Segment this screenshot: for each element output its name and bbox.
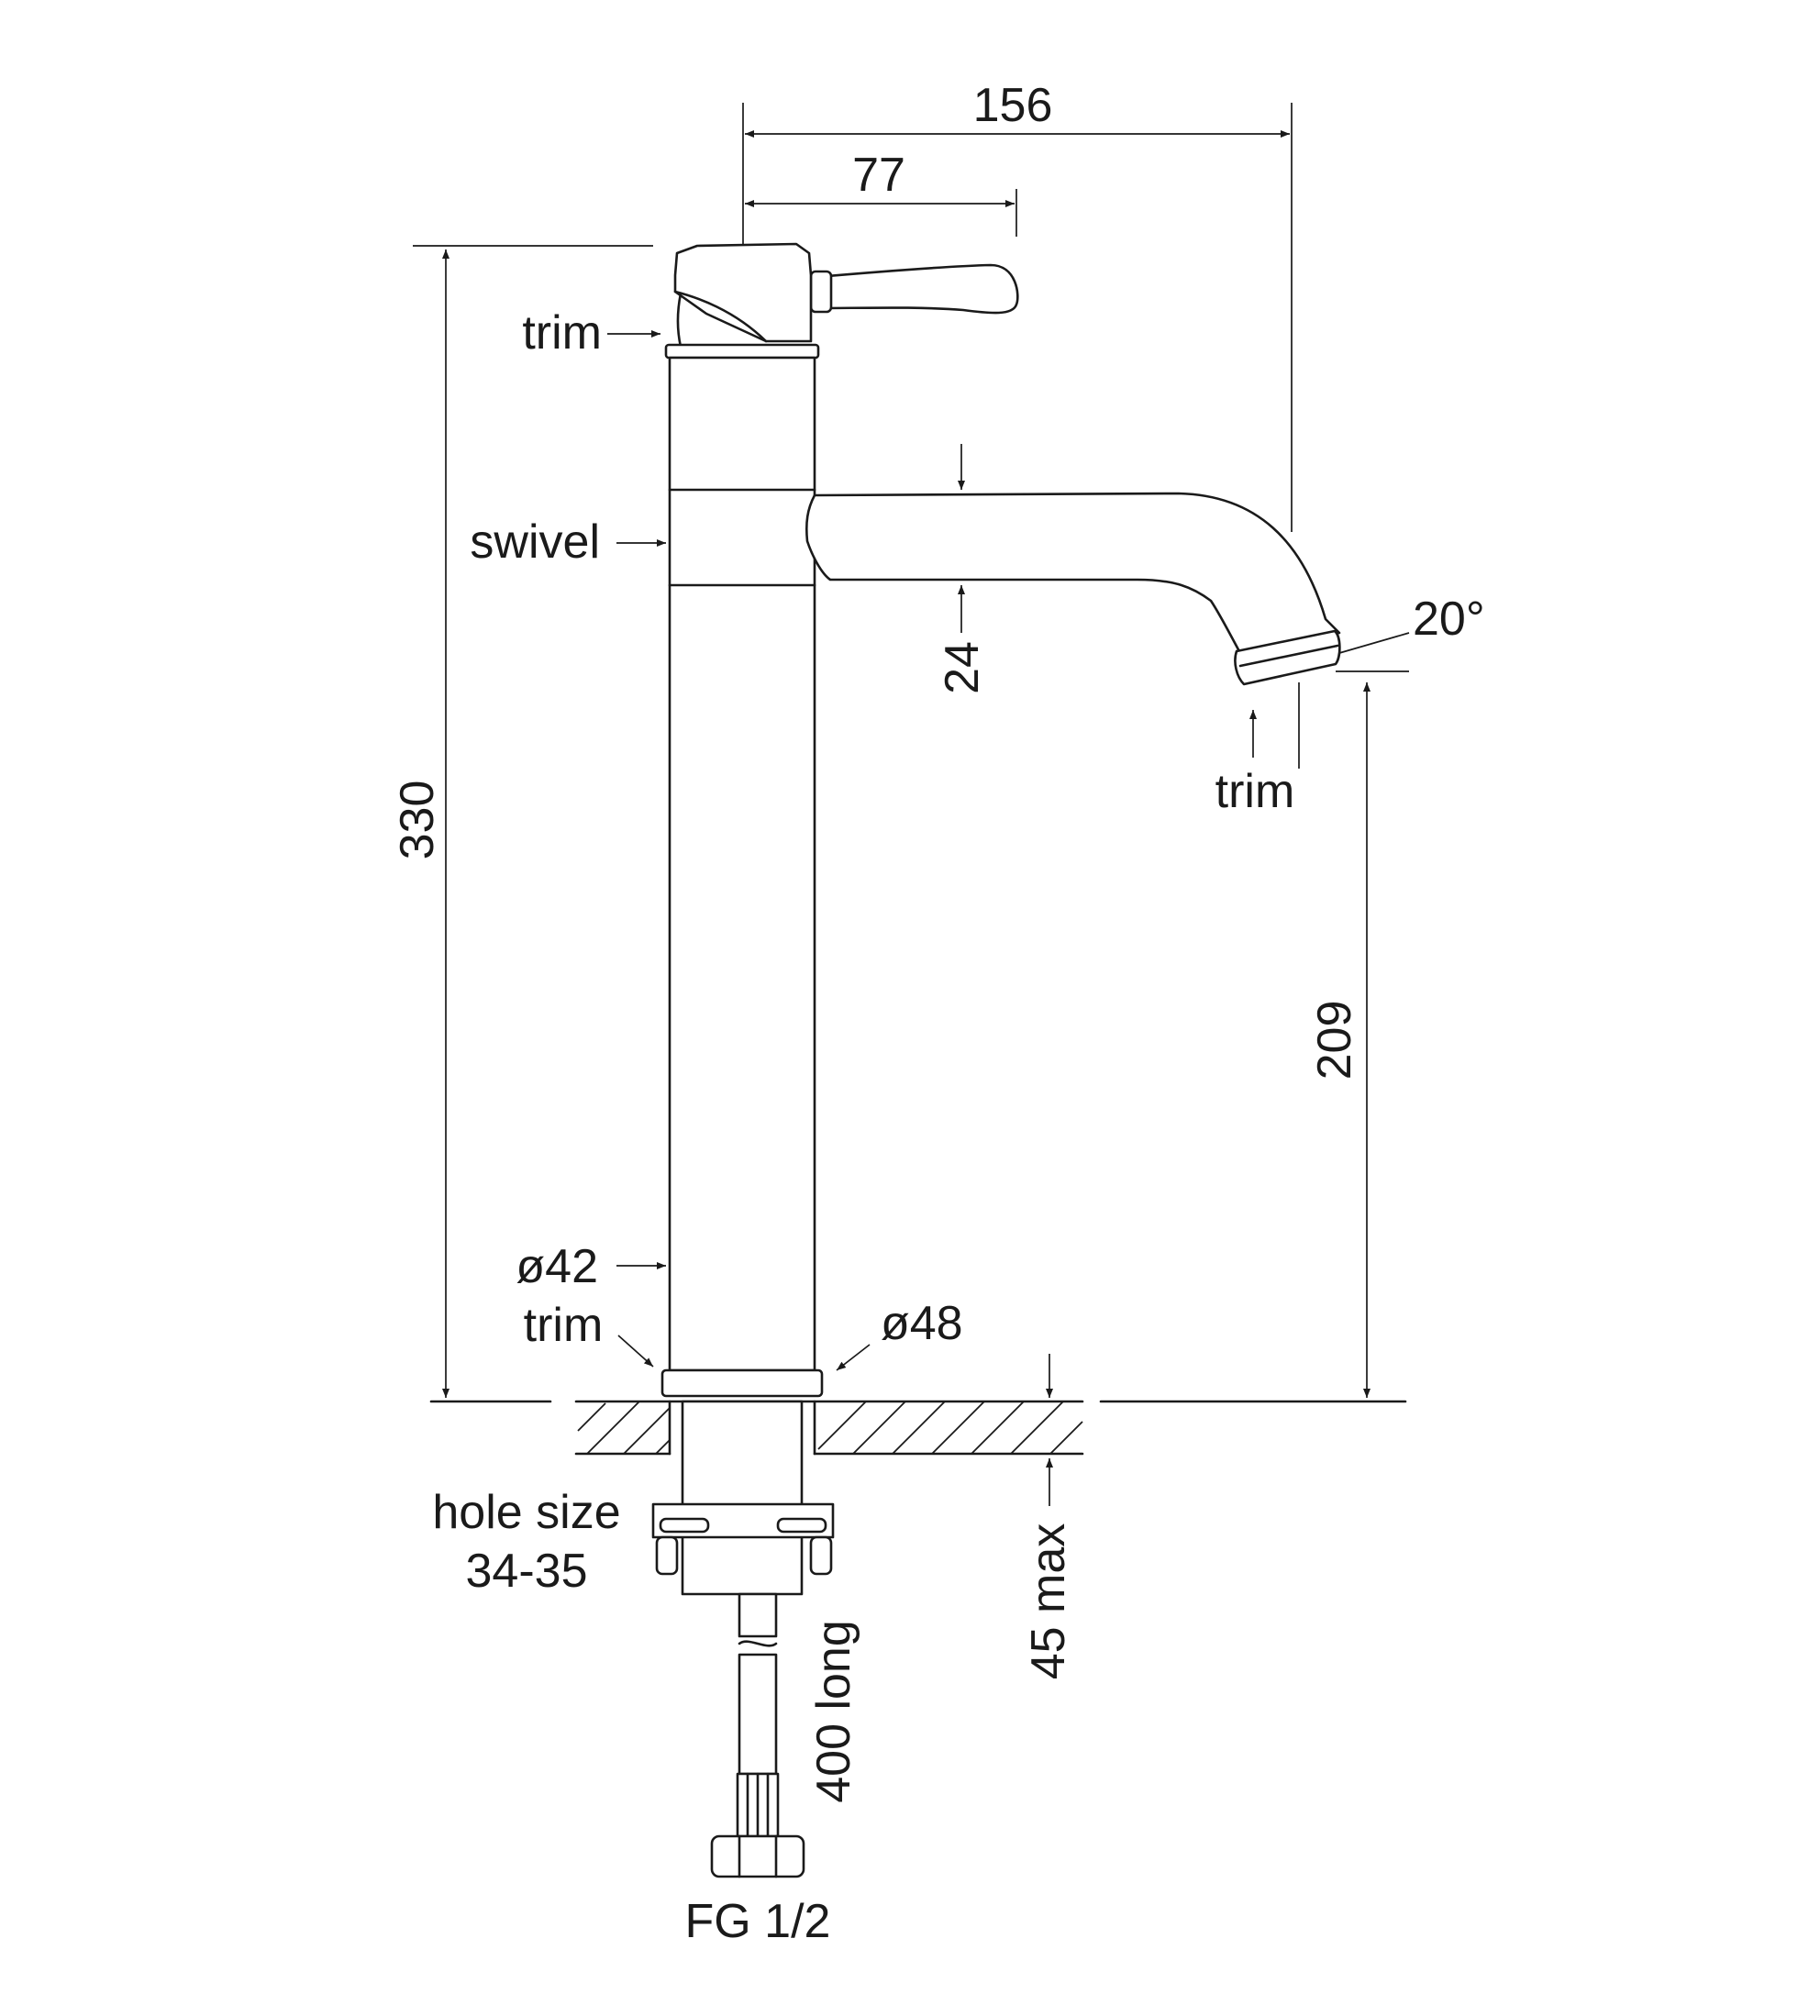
spout [805, 492, 1341, 655]
hose-nut [710, 1834, 805, 1878]
hose-break [738, 1640, 778, 1647]
top-trim-ring [664, 343, 820, 360]
lever-handle [815, 263, 1019, 315]
spout-trim [1234, 629, 1341, 686]
dim-spout-angle: 20° [1413, 593, 1485, 646]
fixing-screw-right [809, 1535, 833, 1576]
hose-lower [738, 1653, 778, 1776]
dimension-labels: 156 77 330 209 24 20° ø42 ø48 45 max 400… [391, 79, 1485, 1803]
dim-total-reach: 156 [973, 79, 1053, 132]
cartridge-cap [673, 242, 813, 343]
cap-curve [673, 290, 768, 343]
counter-top [429, 1400, 1407, 1456]
dim-hose-length: 400 long [807, 1620, 860, 1803]
bracket-slot-right [776, 1517, 827, 1534]
body-tube [668, 356, 816, 1372]
label-trim-top: trim [522, 306, 602, 360]
spout-trim-line [1238, 644, 1339, 668]
lever-collar [809, 270, 833, 314]
hose-upper [738, 1592, 778, 1638]
faucet-outline [660, 242, 1341, 1398]
dim-spout-height: 209 [1308, 1001, 1361, 1080]
label-hole-size-value: 34-35 [466, 1545, 588, 1598]
label-trim-spout: trim [1215, 765, 1295, 818]
fixing-screw-left [655, 1535, 679, 1576]
dim-lever-reach: 77 [852, 149, 905, 202]
threaded-shank [681, 1400, 804, 1596]
label-swivel: swivel [470, 515, 600, 569]
cap-neck [676, 292, 682, 349]
dimension-lines [413, 103, 1410, 1506]
part-labels: trim swivel trim trim hole size 34-35 FG… [432, 306, 1294, 1948]
label-hole-size: hole size [432, 1486, 620, 1539]
fixing-assembly [651, 1400, 835, 1878]
base-trim [660, 1368, 824, 1398]
label-connector: FG 1/2 [685, 1895, 831, 1948]
dim-spout-diameter: 24 [936, 641, 989, 694]
dim-total-height: 330 [391, 781, 444, 860]
label-trim-base: trim [524, 1299, 604, 1352]
bracket-slot-left [659, 1517, 710, 1534]
dim-base-diameter: ø48 [881, 1297, 963, 1350]
dim-counter-thickness: 45 max [1022, 1523, 1075, 1680]
dim-body-diameter: ø42 [516, 1240, 598, 1293]
